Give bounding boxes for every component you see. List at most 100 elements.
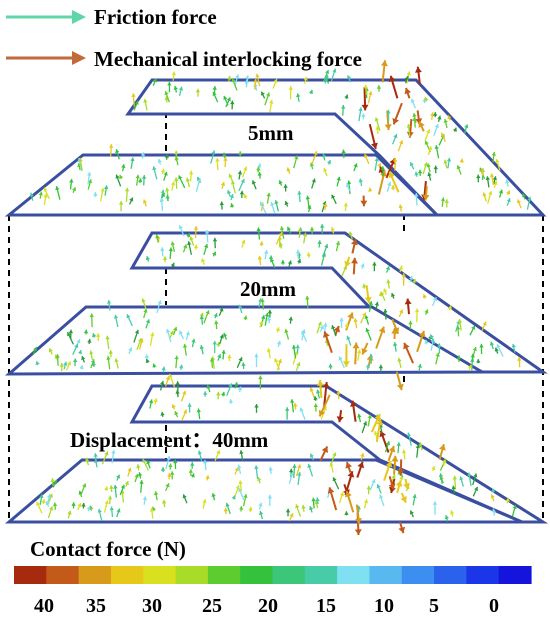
force-arrow-head: [223, 507, 228, 512]
force-arrow-head: [360, 453, 365, 458]
force-arrow-head: [199, 312, 204, 317]
force-arrow-head: [388, 75, 396, 83]
force-arrow-head: [169, 330, 174, 335]
force-arrow-head: [297, 258, 302, 263]
mechanical-interlocking-force-label: Mechanical interlocking force: [94, 47, 362, 71]
force-arrow-head: [143, 99, 148, 103]
force-arrow-head: [233, 382, 238, 387]
force-arrow-head: [338, 356, 343, 361]
force-arrow-head: [332, 477, 337, 482]
force-arrow-head: [368, 353, 374, 358]
force-arrow-head: [379, 494, 384, 499]
colorbar-cell: [46, 566, 80, 584]
force-arrow-head: [144, 354, 149, 359]
force-arrow-head: [412, 494, 417, 499]
force-arrow-head: [414, 171, 419, 176]
force-arrow-head: [199, 315, 205, 320]
force-arrow-head: [295, 504, 300, 509]
force-arrow-head: [319, 325, 324, 330]
force-arrow-head: [36, 501, 41, 506]
force-arrow-head: [160, 247, 165, 252]
force-arrow-head: [189, 170, 194, 175]
force-arrow-head: [471, 325, 476, 330]
force-arrow-head: [313, 396, 318, 401]
force-arrow-head: [67, 361, 71, 366]
force-arrow-head: [141, 298, 146, 303]
force-arrow-head: [223, 332, 228, 337]
force-arrow-head: [204, 229, 210, 234]
force-arrow-head: [347, 312, 354, 319]
force-arrow-head: [435, 352, 440, 357]
force-arrow-head: [307, 463, 312, 468]
force-arrow-head: [362, 312, 367, 317]
force-arrow-head: [226, 190, 232, 194]
force-arrow-head: [227, 75, 232, 80]
force-arrow-head: [174, 355, 179, 360]
force-arrow-head: [332, 68, 337, 73]
force-arrow-head: [278, 180, 283, 185]
force-arrow-head: [296, 362, 301, 367]
force-arrow-head: [121, 164, 126, 168]
force-arrow-head: [159, 197, 164, 202]
force-arrow-head: [506, 190, 511, 195]
force-arrow-head: [443, 119, 448, 123]
force-arrow-head: [116, 508, 121, 513]
force-arrow-head: [149, 507, 155, 512]
colorbar-tick-label: 20: [258, 595, 278, 617]
force-arrow-head: [351, 257, 358, 264]
force-arrow-head: [335, 241, 341, 246]
force-arrow-head: [220, 182, 226, 186]
colorbar-tick-label: 15: [316, 595, 336, 617]
colorbar-cell: [498, 566, 532, 584]
force-arrow-head: [288, 468, 294, 473]
force-arrow-head: [442, 459, 447, 464]
force-arrow-head: [311, 178, 316, 183]
colorbar-cell: [401, 566, 435, 584]
force-arrow-head: [434, 124, 439, 129]
force-arrow-head: [339, 492, 344, 497]
force-arrow-head: [376, 85, 382, 89]
force-arrow-head: [295, 344, 300, 349]
force-arrow-head: [303, 76, 308, 81]
force-arrow-head: [409, 162, 414, 167]
force-arrow-head: [517, 357, 522, 361]
force-arrow-head: [118, 201, 124, 205]
force-arrow-head: [456, 165, 461, 170]
force-arrow-head: [368, 187, 373, 192]
force-arrow-head: [71, 502, 76, 506]
force-arrow-head: [339, 317, 344, 322]
force-arrow-head: [363, 499, 369, 504]
force-arrow-head: [490, 494, 495, 499]
force-arrow-head: [391, 328, 399, 334]
force-arrow-head: [434, 145, 439, 149]
force-arrow-head: [264, 312, 270, 317]
force-arrow-head: [456, 355, 462, 359]
force-arrow-head: [92, 333, 97, 338]
force-arrow-head: [467, 472, 472, 477]
force-arrow-head: [82, 483, 87, 488]
force-arrow-head: [90, 359, 95, 364]
force-arrow-head: [482, 321, 487, 326]
force-arrow-head: [191, 338, 196, 343]
colorbar-cell: [369, 566, 403, 584]
force-arrow-head: [323, 203, 328, 207]
force-arrow-head: [167, 81, 172, 86]
force-arrow-head: [260, 298, 265, 303]
force-arrow-head: [398, 265, 403, 270]
force-arrow-head: [433, 112, 438, 116]
force-arrow-head: [197, 178, 202, 183]
force-arrow-head: [228, 383, 233, 388]
force-arrow-head: [182, 343, 188, 348]
force-arrow-head: [424, 97, 429, 102]
force-arrow-head: [258, 321, 264, 325]
force-arrow-head: [241, 362, 246, 366]
force-arrow-head: [406, 71, 411, 76]
force-arrow-head: [278, 232, 283, 237]
force-arrow-head: [49, 506, 54, 511]
force-arrow-head: [50, 478, 55, 482]
force-arrow-head: [410, 98, 415, 103]
force-arrow-head: [343, 202, 348, 207]
force-arrow-head: [259, 201, 264, 206]
guide-lines: [8, 112, 544, 522]
force-arrow-head: [297, 464, 302, 469]
